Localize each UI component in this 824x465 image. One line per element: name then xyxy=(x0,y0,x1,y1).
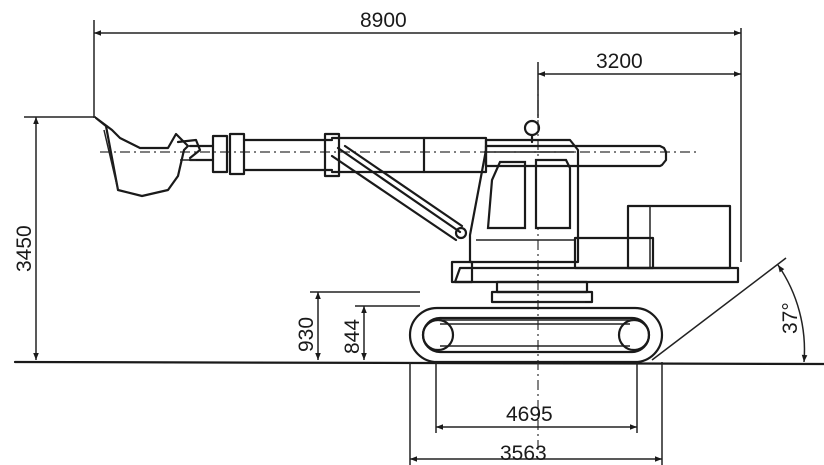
label-844: 844 xyxy=(341,319,364,354)
superstructure-base xyxy=(450,260,740,284)
dimension-track-length: 4695 xyxy=(435,362,638,433)
label-930: 930 xyxy=(295,317,318,352)
label-3200: 3200 xyxy=(596,50,643,73)
centre-line xyxy=(100,80,700,450)
label-4695: 4695 xyxy=(506,403,553,426)
cab xyxy=(468,119,580,264)
label-3450: 3450 xyxy=(13,225,36,272)
dimension-slope-angle: 37° xyxy=(651,257,808,363)
slewing-ring xyxy=(490,280,594,304)
dimension-track-frame-height: 844 xyxy=(341,305,420,360)
bucket xyxy=(94,116,202,198)
dimension-gauge: 3563 xyxy=(409,362,663,465)
cab-front-window xyxy=(486,160,527,230)
dimension-rear-to-centre: 3200 xyxy=(537,50,741,118)
dimension-track-height: 930 xyxy=(295,291,420,360)
label-37-deg: 37° xyxy=(779,302,802,334)
dimension-overall-length: 8900 xyxy=(93,9,742,262)
label-3563: 3563 xyxy=(500,442,547,465)
lift-cylinder xyxy=(330,144,468,242)
engine-housing xyxy=(573,204,732,270)
cab-side-window xyxy=(534,158,572,230)
telescopic-boom xyxy=(188,132,668,178)
dimension-height: 3450 xyxy=(13,116,96,360)
label-8900: 8900 xyxy=(360,9,407,32)
ground-line xyxy=(13,360,824,366)
crawler-track xyxy=(408,306,664,364)
